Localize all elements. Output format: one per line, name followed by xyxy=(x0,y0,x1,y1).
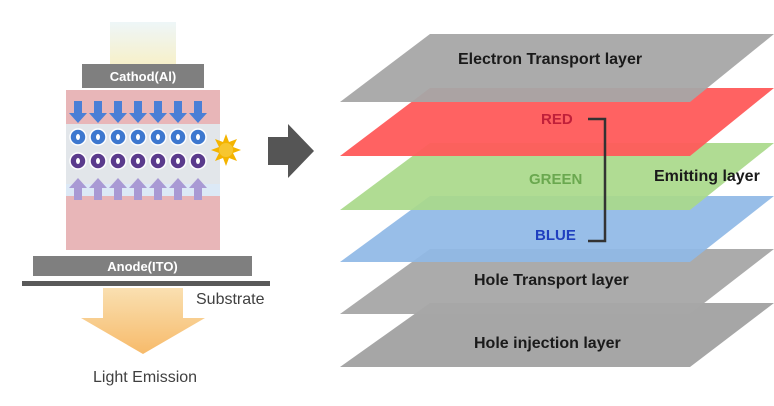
substrate-label: Substrate xyxy=(196,291,265,308)
hole-transport-label: Hole Transport layer xyxy=(474,272,629,289)
hole-injection-label: Hole injection layer xyxy=(474,335,621,352)
top-glow xyxy=(110,22,176,66)
emitting-layer-label: Emitting layer xyxy=(654,168,760,185)
green-label: GREEN xyxy=(529,171,583,188)
electron-arrows xyxy=(69,101,207,123)
electron-transport-layer xyxy=(340,34,774,102)
red-label: RED xyxy=(541,111,573,128)
light-emission-label: Light Emission xyxy=(93,369,198,386)
arrow-right-icon xyxy=(268,124,314,178)
hole-transport-layer xyxy=(340,249,774,314)
electron-transport-label: Electron Transport layer xyxy=(458,51,643,68)
red-layer xyxy=(340,88,774,156)
blue-label: BLUE xyxy=(535,227,576,244)
hole-injection-layer xyxy=(340,303,774,367)
light-burst-icon xyxy=(211,134,241,166)
cathode-label: Cathod(Al) xyxy=(82,64,204,88)
hole-arrows xyxy=(69,178,207,200)
light-emission-arrow xyxy=(81,288,205,354)
hole-row xyxy=(69,152,207,170)
anode-label: Anode(ITO) xyxy=(33,256,252,276)
oled-device-diagram xyxy=(22,22,314,354)
emitting-bracket xyxy=(588,117,607,243)
electron-row xyxy=(69,128,207,146)
green-layer xyxy=(340,143,774,210)
substrate-line xyxy=(22,281,270,286)
blue-layer xyxy=(340,196,774,262)
